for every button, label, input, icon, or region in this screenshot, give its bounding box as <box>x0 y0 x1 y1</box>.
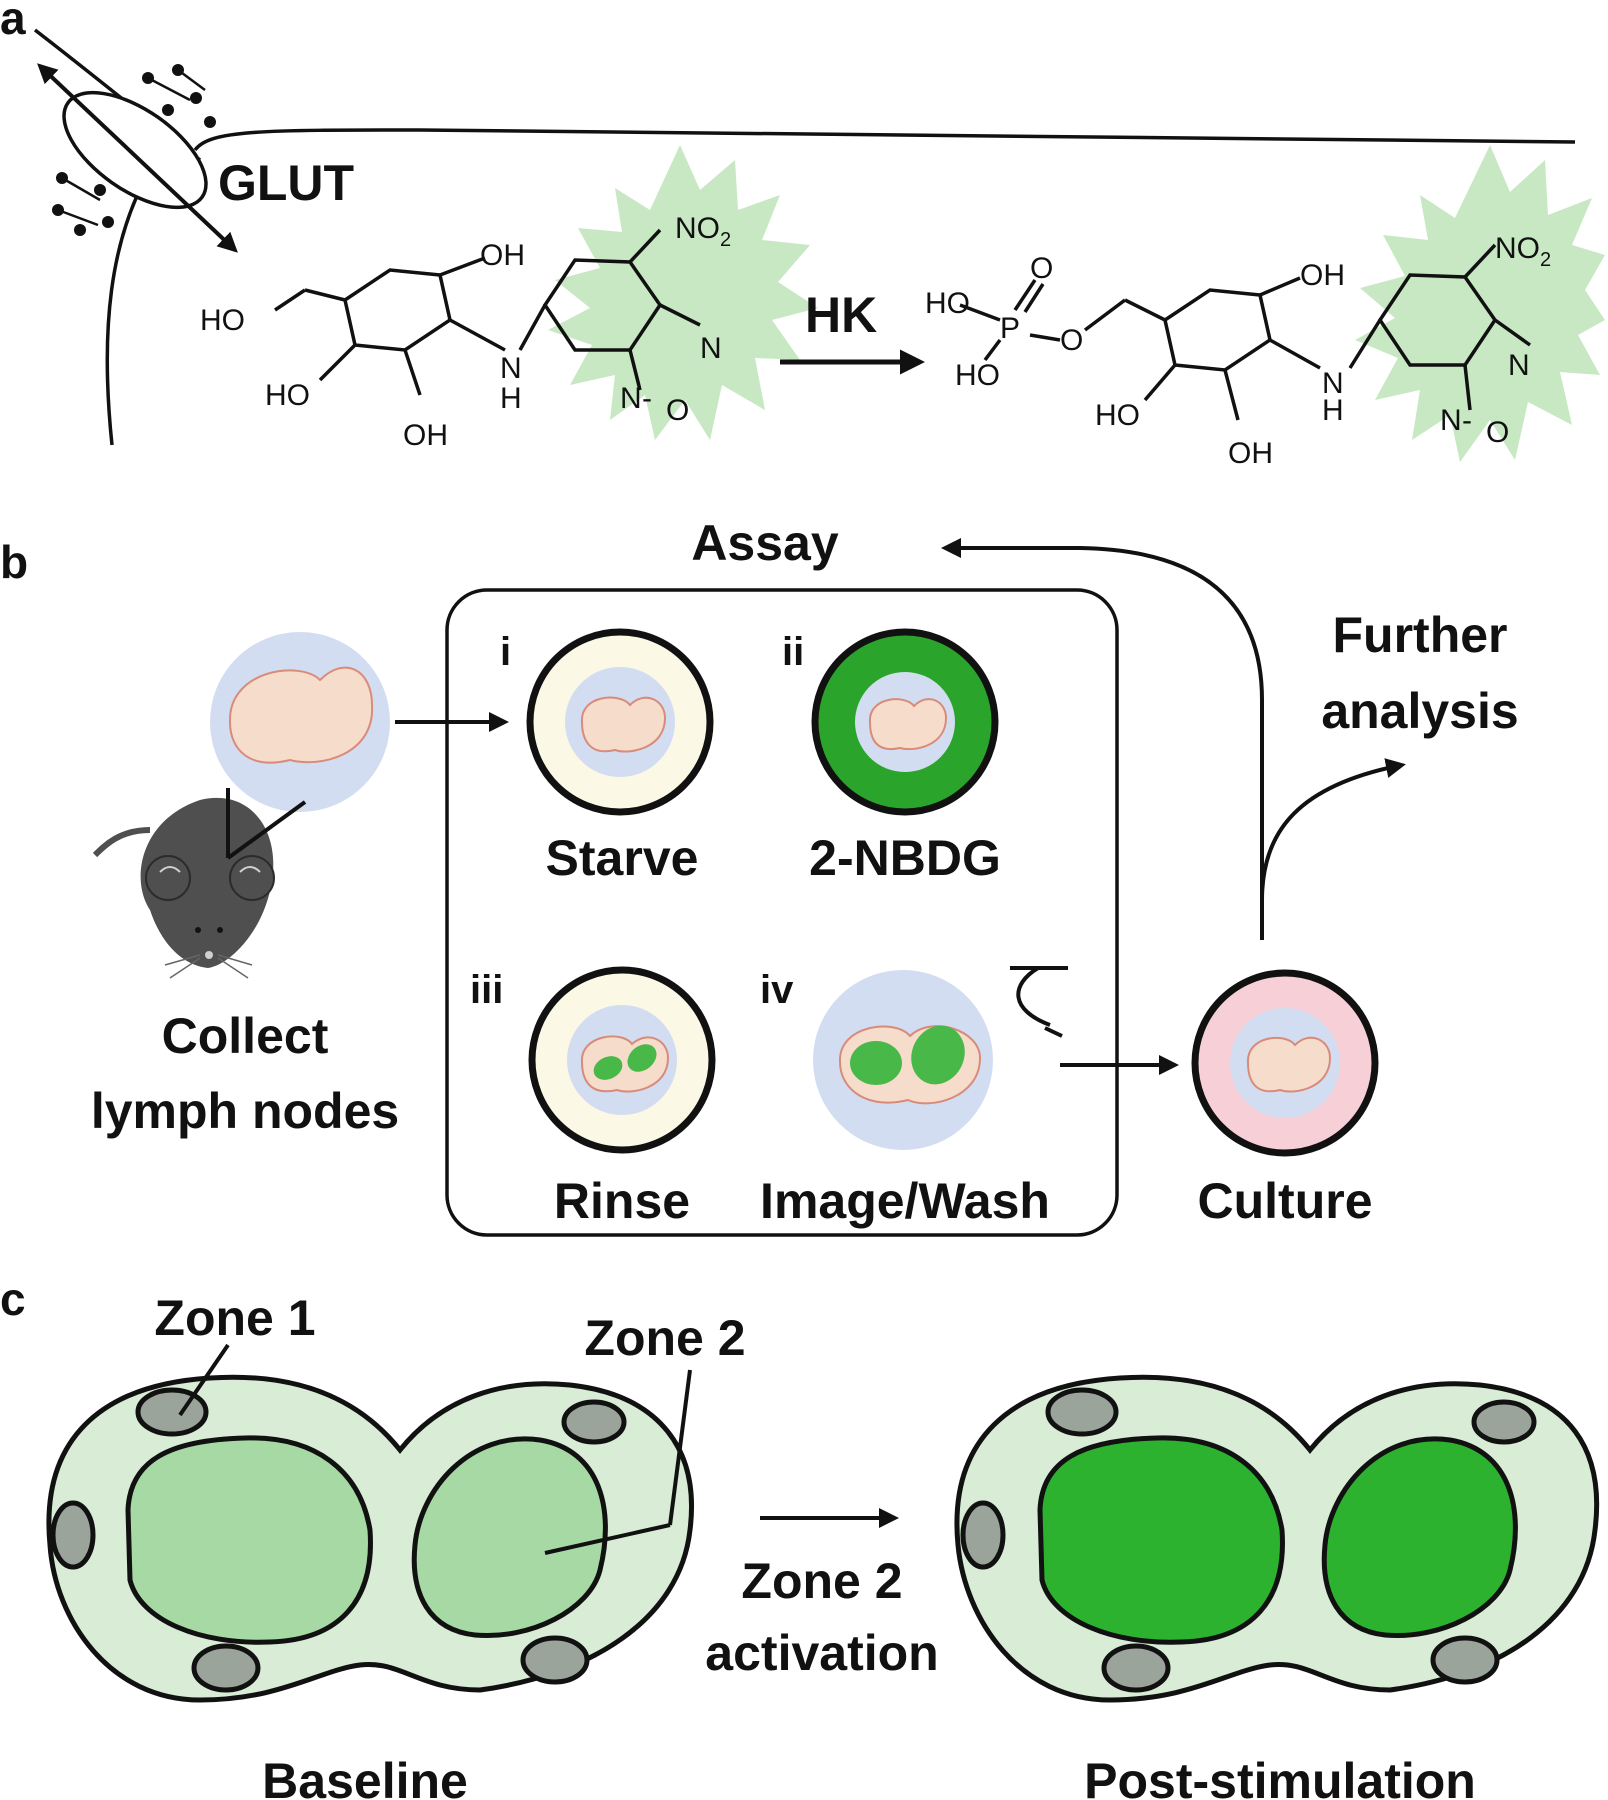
step-ii-num: ii <box>782 630 804 674</box>
molecule-2nbdg-phosphate: HO P O HO O OH HO OH N H NO2 N N - O <box>925 145 1605 470</box>
label-ring-dash: - <box>1462 404 1472 437</box>
zone1-follicle <box>561 1399 627 1445</box>
panel-b: b Assay Collect lymph nodes <box>0 515 1519 1237</box>
further-analysis-arrow <box>1260 758 1406 901</box>
zone1-follicle <box>50 1500 96 1570</box>
label-ho: HO <box>925 287 970 320</box>
panel-a-label: a <box>0 0 26 44</box>
post-zone2-right <box>1321 1436 1518 1639</box>
collect-label-line1: Collect <box>162 1008 329 1064</box>
baseline-zone2-left <box>125 1435 373 1645</box>
zone1-follicle <box>520 1635 590 1685</box>
label-oh: OH <box>403 419 448 452</box>
zone1-follicle <box>1430 1635 1500 1685</box>
zone1-follicle <box>1045 1387 1119 1437</box>
hk-label: HK <box>805 287 877 343</box>
baseline-lymph-node <box>46 1343 694 1703</box>
repeat-assay-arrow <box>941 538 1264 940</box>
collect-label-line2: lymph nodes <box>91 1083 399 1139</box>
label-o: O <box>1030 252 1053 285</box>
activation-label-line2: activation <box>705 1625 938 1681</box>
zone1-follicle <box>1471 1399 1537 1445</box>
glut-transporter <box>37 63 238 253</box>
label-oh: OH <box>1228 437 1273 470</box>
step-rinse-well <box>528 966 716 1154</box>
label-ho: HO <box>265 379 310 412</box>
label-oh: OH <box>1300 259 1345 292</box>
further-label-line2: analysis <box>1321 683 1518 739</box>
step-image-wash-well <box>813 970 993 1150</box>
step-iv-num: iv <box>760 968 794 1012</box>
fluorescence-burst <box>548 145 818 440</box>
step-iii-num: iii <box>470 968 503 1012</box>
zone1-follicle <box>191 1643 261 1693</box>
label-ho: HO <box>200 304 245 337</box>
post-stimulation-label: Post-stimulation <box>1084 1753 1476 1800</box>
label-o: O <box>1060 324 1083 357</box>
culture-well <box>1191 969 1379 1157</box>
panel-b-label: b <box>0 536 28 588</box>
step-iii-label: Rinse <box>554 1173 690 1229</box>
label-n: N <box>1322 367 1344 400</box>
zone1-follicle <box>1101 1643 1171 1693</box>
label-no2: NO2 <box>675 212 731 251</box>
step-i-num: i <box>500 630 511 674</box>
post-zone2-left <box>1037 1435 1285 1645</box>
mouse-icon <box>92 788 307 979</box>
label-ring-o: O <box>666 394 689 427</box>
label-n: N <box>500 352 522 385</box>
label-h: H <box>1322 394 1344 427</box>
activation-label-line1: Zone 2 <box>741 1553 902 1609</box>
assay-box <box>445 588 1119 1237</box>
assay-label: Assay <box>691 515 839 571</box>
label-no2: NO2 <box>1495 232 1551 271</box>
label-ho: HO <box>955 359 1000 392</box>
post-stimulation-lymph-node <box>954 1374 1600 1703</box>
label-p: P <box>1000 312 1020 345</box>
step-ii-label: 2-NBDG <box>809 830 1001 886</box>
label-ho: HO <box>1095 399 1140 432</box>
label-ring-n: N <box>700 332 722 365</box>
glut-label: GLUT <box>218 155 354 211</box>
label-ring-n: N <box>620 382 642 415</box>
label-ring-n: N <box>1508 349 1530 382</box>
panel-c: c Zone 1 Zone 2 Baseline Zone 2 activati… <box>0 1273 1600 1800</box>
collected-lymph-node <box>210 632 390 812</box>
zone2-label: Zone 2 <box>584 1310 745 1366</box>
step-iv-label: Image/Wash <box>760 1173 1050 1229</box>
molecule-2nbdg: OH HO HO OH N H NO2 N N - O <box>200 145 818 452</box>
panel-a: a GLUT <box>0 0 1605 470</box>
panel-c-label: c <box>0 1273 26 1325</box>
zone1-label: Zone 1 <box>154 1290 315 1346</box>
label-ring-o: O <box>1486 416 1509 449</box>
baseline-label: Baseline <box>262 1753 468 1800</box>
fluorescence-burst <box>1355 145 1605 462</box>
zone1-follicle <box>135 1387 209 1437</box>
zone1-follicle <box>960 1500 1006 1570</box>
step-starve-well <box>526 628 714 816</box>
label-h: H <box>500 382 522 415</box>
step-2nbdg-well <box>811 628 999 816</box>
culture-label: Culture <box>1198 1173 1373 1229</box>
label-ring-n: N <box>1440 404 1462 437</box>
further-label-line1: Further <box>1333 607 1508 663</box>
baseline-zone2-right <box>411 1436 608 1639</box>
step-i-label: Starve <box>546 830 699 886</box>
eye-icon <box>1010 966 1068 1038</box>
label-ring-dash: - <box>642 382 652 415</box>
label-oh: OH <box>480 239 525 272</box>
